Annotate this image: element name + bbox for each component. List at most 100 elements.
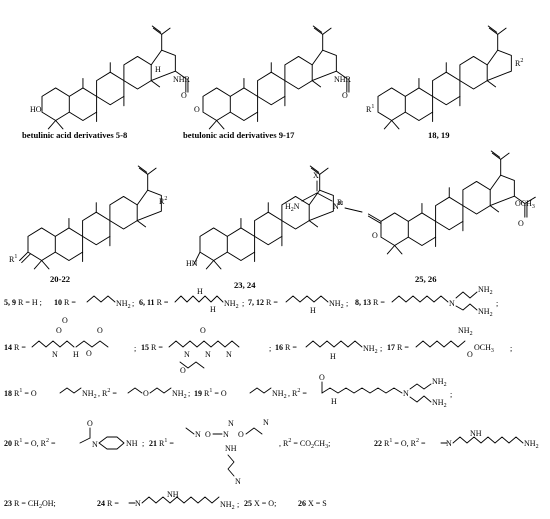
svg-text:;: ; bbox=[132, 299, 134, 308]
o-1: O bbox=[181, 91, 187, 100]
svg-text:O: O bbox=[238, 430, 244, 439]
svg-text:NH2: NH2 bbox=[478, 285, 493, 296]
svg-text:O: O bbox=[87, 419, 93, 428]
row3-a: 18 R1 = O bbox=[4, 388, 37, 398]
svg-text:O: O bbox=[62, 316, 68, 325]
svg-text:N: N bbox=[205, 350, 211, 359]
svg-text:N: N bbox=[226, 350, 232, 359]
svg-text:;: ; bbox=[134, 344, 136, 353]
svg-text:NH2: NH2 bbox=[82, 389, 97, 400]
o-2: O bbox=[342, 91, 348, 100]
svg-text:N: N bbox=[446, 439, 452, 448]
svg-text:O: O bbox=[200, 326, 206, 335]
svg-text:N: N bbox=[449, 299, 455, 308]
svg-text:O: O bbox=[319, 373, 325, 382]
nhr-1: NHR bbox=[173, 75, 191, 84]
row4-c: 22 R1 = O, R2 = bbox=[374, 438, 426, 448]
row1-a: 5, 9 R = H ; bbox=[4, 298, 42, 307]
svg-text:O: O bbox=[143, 389, 149, 398]
row1-d: 7, 12 R = bbox=[248, 298, 278, 307]
svg-text:O: O bbox=[97, 326, 103, 335]
svg-text:, R2 =: , R2 = bbox=[98, 388, 117, 398]
x-6: X bbox=[313, 171, 319, 180]
structure-betulonic bbox=[202, 25, 350, 130]
row2-b-chain bbox=[168, 340, 240, 348]
svg-text:NH2: NH2 bbox=[478, 307, 493, 318]
row1-e-chain bbox=[391, 295, 449, 303]
nh-6: NH bbox=[333, 201, 344, 211]
o-6: O bbox=[518, 219, 524, 228]
svg-text:NH2: NH2 bbox=[272, 389, 287, 400]
svg-text:H: H bbox=[310, 306, 316, 315]
hn-5: HN bbox=[186, 259, 198, 268]
row1-d-nh2: NH2 bbox=[329, 299, 344, 310]
svg-text:NH2: NH2 bbox=[432, 398, 447, 409]
structure-18-19 bbox=[377, 25, 512, 130]
h2n-6: H2N bbox=[285, 202, 300, 213]
svg-text:N: N bbox=[235, 477, 241, 486]
row5-a: 23 R = CH2OH; bbox=[4, 499, 56, 510]
svg-text:NH2: NH2 bbox=[432, 377, 447, 388]
label-20-22: 20-22 bbox=[50, 274, 70, 284]
svg-text:;: ; bbox=[496, 299, 498, 308]
svg-text:;: ; bbox=[237, 500, 239, 509]
structure-25-26 bbox=[367, 150, 536, 255]
svg-text:NH2: NH2 bbox=[524, 439, 539, 450]
svg-text:O: O bbox=[205, 430, 211, 439]
row1-c-nh2: NH2 bbox=[224, 299, 239, 310]
row1-d-chain bbox=[285, 295, 329, 303]
row2-b: 15 R = bbox=[141, 343, 163, 352]
structure-betulinic bbox=[41, 25, 189, 130]
row3-b: 19 R1 = O bbox=[194, 388, 227, 398]
svg-text:;: ; bbox=[188, 389, 190, 398]
svg-text:OCH3: OCH3 bbox=[474, 343, 494, 354]
svg-text:H: H bbox=[73, 350, 79, 359]
svg-text:, R2 =: , R2 = bbox=[288, 388, 307, 398]
row5-b: 24 R = bbox=[97, 499, 119, 508]
svg-text:;: ; bbox=[450, 390, 452, 399]
svg-text:;: ; bbox=[269, 344, 271, 353]
r1-4: R1 bbox=[9, 254, 17, 264]
svg-text:H: H bbox=[331, 397, 337, 406]
row2-d-chain bbox=[415, 340, 466, 348]
svg-text:;: ; bbox=[242, 299, 244, 308]
svg-text:H: H bbox=[197, 287, 203, 296]
ho-1: HO bbox=[30, 105, 42, 114]
svg-text:N: N bbox=[403, 389, 409, 398]
row1-c: 6, 11 R = bbox=[139, 298, 169, 307]
svg-text:N: N bbox=[52, 350, 58, 359]
svg-text:NH2: NH2 bbox=[172, 389, 187, 400]
label-18-19: 18, 19 bbox=[428, 130, 449, 140]
svg-text:NH: NH bbox=[126, 439, 138, 448]
svg-text:H: H bbox=[210, 305, 216, 314]
row4-a: 20 R1 = O, R2 = bbox=[4, 438, 56, 448]
r2-4: R2 bbox=[159, 196, 167, 206]
svg-text:NH: NH bbox=[167, 490, 179, 499]
svg-text:N: N bbox=[92, 440, 98, 449]
svg-text:;: ; bbox=[142, 439, 144, 448]
structure-23-24 bbox=[193, 165, 334, 270]
r1-3: R1 bbox=[366, 104, 374, 114]
row2-c-nh2: NH2 bbox=[363, 344, 378, 355]
svg-text:NH: NH bbox=[470, 429, 482, 438]
row1-b: 10 R = bbox=[54, 298, 76, 307]
och3-6: OCH3 bbox=[515, 199, 535, 210]
svg-text:;: ; bbox=[510, 344, 512, 353]
row2-a: 14 R = bbox=[4, 343, 26, 352]
row1-b-chain bbox=[86, 295, 116, 303]
svg-text:, R2 = CO2CH3;: , R2 = CO2CH3; bbox=[279, 438, 330, 450]
svg-text:N: N bbox=[135, 499, 141, 508]
label-23-24: 23, 24 bbox=[234, 280, 256, 290]
row2-d: 17 R = bbox=[387, 343, 409, 352]
svg-text:NH2: NH2 bbox=[458, 326, 473, 337]
svg-text:N: N bbox=[184, 350, 190, 359]
svg-text:;: ; bbox=[380, 344, 382, 353]
label-betulonic: betulonic acid derivatives 9-17 bbox=[183, 130, 295, 140]
nhr-2: NHR bbox=[334, 75, 352, 84]
svg-text:O: O bbox=[467, 350, 473, 359]
svg-text:O: O bbox=[56, 326, 62, 335]
row2-a-chain bbox=[31, 340, 75, 348]
svg-text:N: N bbox=[223, 430, 229, 439]
o-ketone-2: O bbox=[194, 105, 200, 114]
